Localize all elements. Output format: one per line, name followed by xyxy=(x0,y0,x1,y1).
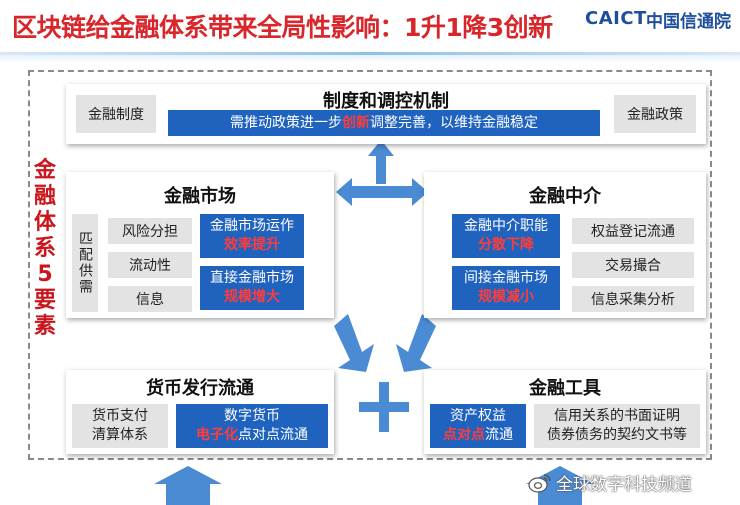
direct-market-box: 直接金融市场 规模增大 xyxy=(200,266,304,310)
market-panel-title: 金融市场 xyxy=(164,186,236,207)
weibo-icon xyxy=(528,474,551,493)
policy-banner-highlight: 创新 xyxy=(342,114,370,131)
digital-currency-highlight: 电子化 xyxy=(196,427,238,443)
page-title: 区块链给金融体系带来全局性影响：1升1降3创新 xyxy=(12,13,553,42)
market-efficiency-line2: 效率提升 xyxy=(224,237,280,253)
intermediary-function-line2: 分散下降 xyxy=(478,237,534,253)
information-item: 信息 xyxy=(108,286,192,312)
policy-banner-before: 需推动政策进一步 xyxy=(230,114,342,131)
asset-rights-line1: 资产权益 xyxy=(450,408,506,424)
plus-icon xyxy=(359,382,409,432)
credit-documents-line1: 信用关系的书面证明 xyxy=(554,408,680,424)
policy-banner: 需推动政策进一步创新调整完善，以维持金融稳定 xyxy=(168,110,600,136)
intermediary-panel-title: 金融中介 xyxy=(529,186,601,207)
indirect-market-box: 间接金融市场 规模减小 xyxy=(452,266,560,310)
financial-system-frame xyxy=(28,70,712,460)
credit-documents-box: 信用关系的书面证明 债券债务的契约文书等 xyxy=(534,404,700,448)
rights-registration-item: 权益登记流通 xyxy=(572,218,694,244)
direct-market-line1: 直接金融市场 xyxy=(210,270,294,286)
payment-clearing-box: 货币支付 清算体系 xyxy=(72,404,168,448)
market-efficiency-box: 金融市场运作 效率提升 xyxy=(200,214,304,258)
info-collection-item: 信息采集分析 xyxy=(572,286,694,312)
digital-currency-after: 点对点流通 xyxy=(238,427,308,443)
indirect-market-line2: 规模减小 xyxy=(478,289,534,305)
market-efficiency-line1: 金融市场运作 xyxy=(210,218,294,234)
asset-rights-box: 资产权益 点对点流通 xyxy=(430,404,526,448)
payment-clearing-line1: 货币支付 xyxy=(92,408,148,424)
liquidity-item: 流动性 xyxy=(108,252,192,278)
policy-banner-after: 调整完善，以维持金融稳定 xyxy=(370,114,538,131)
intermediary-function-line1: 金融中介职能 xyxy=(464,218,548,234)
diagonal-arrow-right-icon xyxy=(396,314,436,372)
bottom-arrow-right-icon xyxy=(526,466,594,505)
bottom-arrow-left-icon xyxy=(154,466,222,505)
currency-panel-title: 货币发行流通 xyxy=(146,378,254,399)
finance-policy-label: 金融政策 xyxy=(614,95,696,133)
direct-market-line2: 规模增大 xyxy=(224,289,280,305)
risk-sharing-item: 风险分担 xyxy=(108,218,192,244)
watermark-text: 全球数字科技频道 xyxy=(556,475,692,495)
side-title-five-elements: 金 融 体 系 5 要 素 xyxy=(33,158,56,339)
four-way-arrow-icon xyxy=(336,140,428,206)
digital-currency-box: 数字货币 电子化点对点流通 xyxy=(176,404,328,448)
asset-rights-highlight: 点对点 xyxy=(443,427,485,443)
header-divider xyxy=(0,52,740,55)
header-glow xyxy=(0,55,740,63)
match-supply-demand-label: 匹配供需 xyxy=(72,214,98,312)
institution-panel-title: 制度和调控机制 xyxy=(323,91,449,112)
indirect-market-line1: 间接金融市场 xyxy=(464,270,548,286)
payment-clearing-line2: 清算体系 xyxy=(92,427,148,443)
caict-logo-chinese: 中国信通院 xyxy=(646,12,731,32)
finance-system-label: 金融制度 xyxy=(76,95,156,133)
tools-panel-title: 金融工具 xyxy=(529,378,601,399)
caict-logo: CAICT xyxy=(585,8,647,29)
diagonal-arrow-left-icon xyxy=(334,314,374,372)
trade-matching-item: 交易撮合 xyxy=(572,252,694,278)
digital-currency-line1: 数字货币 xyxy=(224,408,280,424)
intermediary-function-box: 金融中介职能 分散下降 xyxy=(452,214,560,258)
credit-documents-line2: 债券债务的契约文书等 xyxy=(547,427,687,443)
asset-rights-after: 流通 xyxy=(485,427,513,443)
